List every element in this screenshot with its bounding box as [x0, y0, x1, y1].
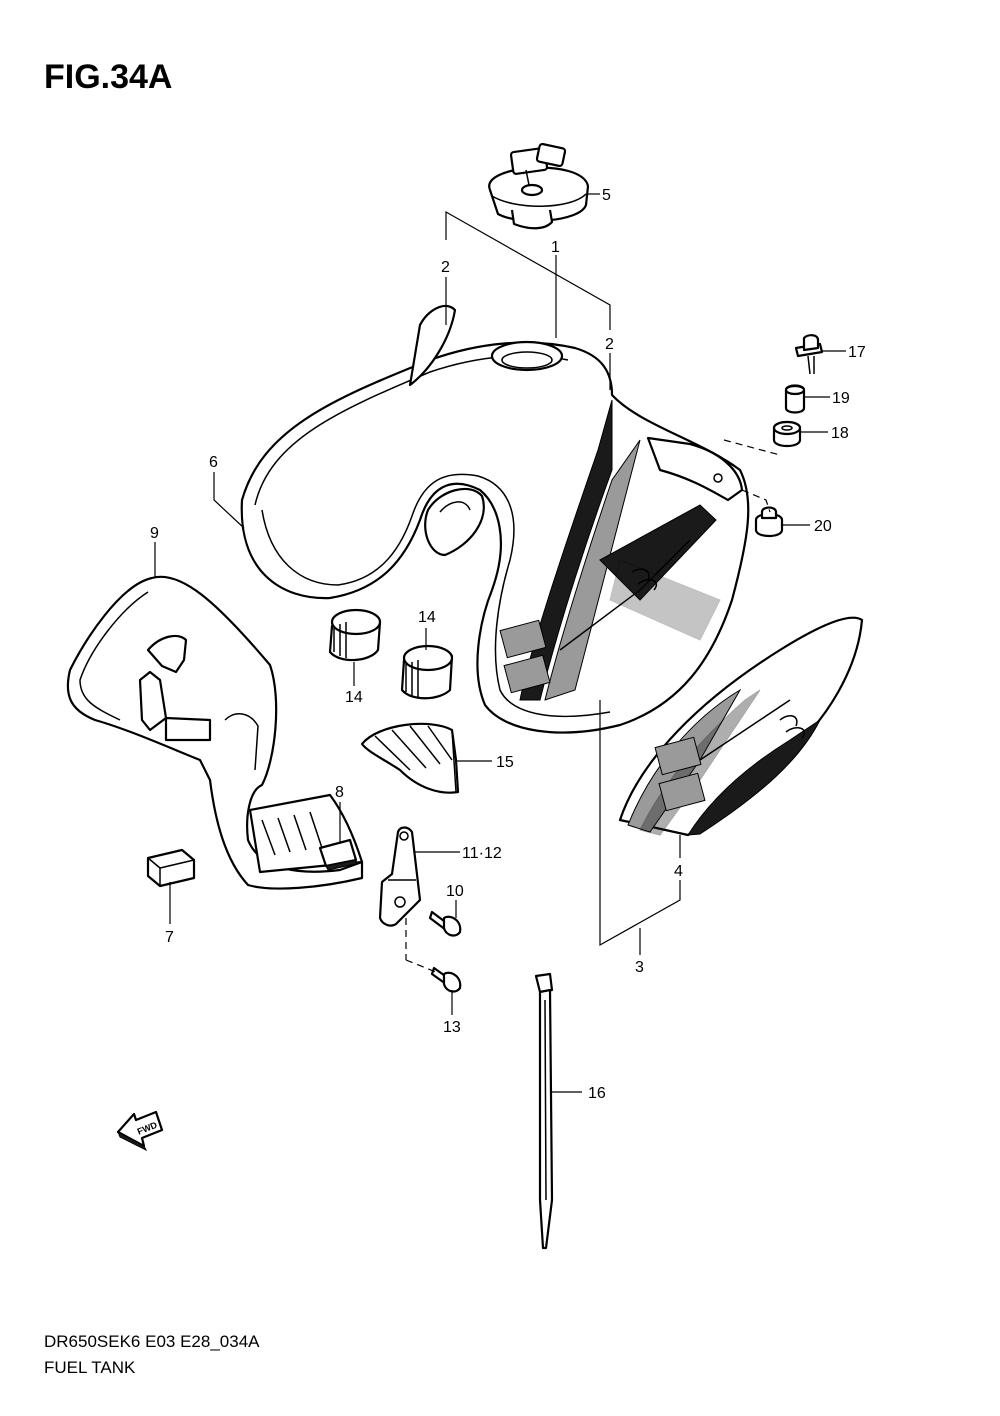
- cushion-7[interactable]: [146, 848, 196, 888]
- fuel-tank[interactable]: [240, 304, 750, 734]
- callout-13: 13: [443, 1019, 461, 1036]
- callout-8: 8: [335, 784, 344, 801]
- grommet-20[interactable]: [754, 506, 784, 538]
- callout-14-right: 14: [418, 609, 436, 626]
- figure-code: DR650SEK6 E03 E28_034A: [44, 1332, 260, 1351]
- callout-17: 17: [848, 344, 866, 361]
- figure-title: FIG.34A: [44, 58, 173, 96]
- callout-20: 20: [814, 518, 832, 535]
- callout-numbers: 1 2 2 3 4 5 6 7 8 9 10 11·12 13 14 14 15…: [150, 187, 866, 1102]
- callout-19: 19: [832, 390, 850, 407]
- bolt-17[interactable]: [794, 334, 824, 375]
- forward-arrow-icon: FWD: [116, 1110, 164, 1152]
- tank-shroud[interactable]: [66, 575, 364, 890]
- callout-4: 4: [674, 863, 683, 880]
- bracket-11-12[interactable]: [378, 826, 422, 927]
- bolt-13[interactable]: [430, 966, 462, 993]
- cable-tie[interactable]: [534, 972, 554, 1250]
- callout-2-left: 2: [441, 259, 450, 276]
- callout-15: 15: [496, 754, 514, 771]
- figure-name: FUEL TANK: [44, 1358, 136, 1377]
- cushion-14-left[interactable]: [328, 608, 382, 662]
- collar-19[interactable]: [784, 384, 806, 414]
- callout-10: 10: [446, 883, 464, 900]
- callout-6: 6: [209, 454, 218, 471]
- callout-14-left: 14: [345, 689, 363, 706]
- callout-9: 9: [150, 525, 159, 542]
- bolt-10[interactable]: [428, 910, 462, 937]
- cushion-14-right[interactable]: [400, 644, 454, 700]
- callout-1: 1: [551, 239, 560, 256]
- grommet-18[interactable]: [772, 420, 802, 448]
- cushion-8[interactable]: [318, 838, 358, 871]
- callout-18: 18: [831, 425, 849, 442]
- callout-2-right: 2: [605, 336, 614, 353]
- leader-lines: [154, 193, 846, 1093]
- fuel-cap[interactable]: [488, 142, 590, 230]
- tank-side-decal[interactable]: [618, 616, 864, 837]
- cushion-15[interactable]: [360, 722, 460, 794]
- callout-3: 3: [635, 959, 644, 976]
- callout-5: 5: [602, 187, 611, 204]
- callout-11-12: 11·12: [462, 845, 502, 862]
- callout-7: 7: [165, 929, 174, 946]
- callout-16: 16: [588, 1085, 606, 1102]
